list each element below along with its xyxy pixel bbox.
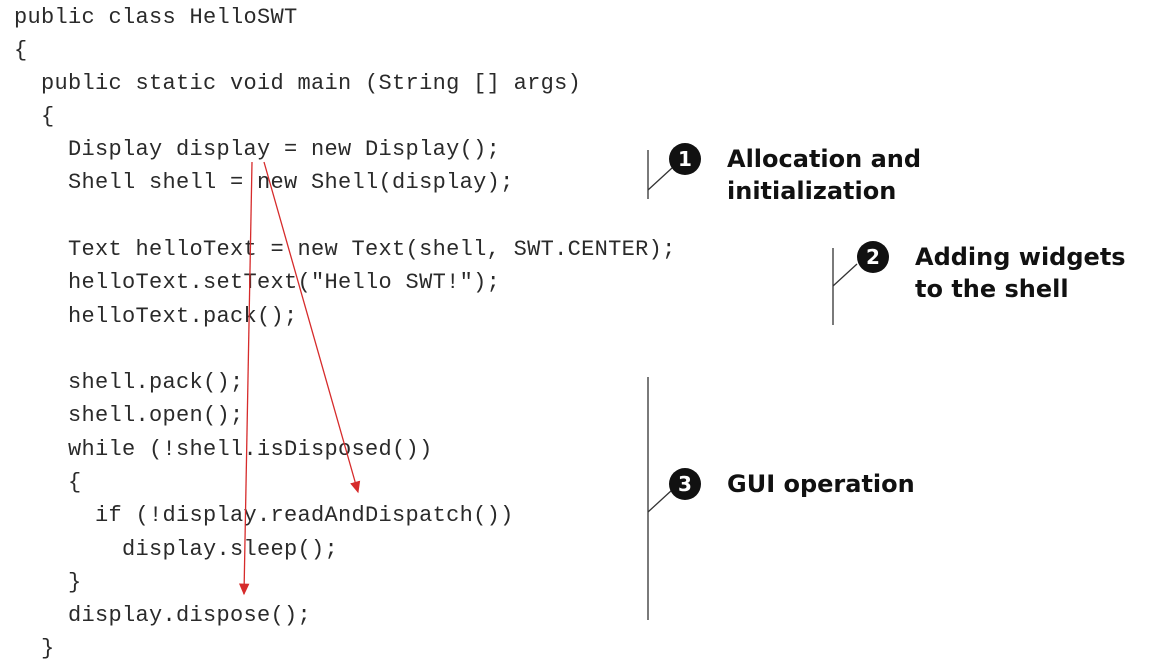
code-line: { — [14, 38, 28, 63]
code-line: display.dispose(); — [14, 603, 312, 628]
code-line: { — [14, 470, 82, 495]
code-line: } — [14, 570, 82, 595]
code-line: helloText.pack(); — [14, 304, 298, 329]
code-line: display.sleep(); — [14, 537, 339, 562]
callout-adding-widgets: 2 Adding widgets to the shell — [857, 241, 1126, 305]
code-line: { — [14, 104, 55, 129]
callout-label: Allocation and initialization — [727, 145, 922, 205]
callout-number-badge: 3 — [669, 468, 701, 500]
callout-number-badge: 1 — [669, 143, 701, 175]
code-line: shell.open(); — [14, 403, 244, 428]
code-line: if (!display.readAndDispatch()) — [14, 503, 514, 528]
code-line: public static void main (String [] args) — [14, 71, 582, 96]
code-line: helloText.setText("Hello SWT!"); — [14, 270, 501, 295]
callout-label: GUI operation — [727, 470, 915, 498]
code-line: Text helloText = new Text(shell, SWT.CEN… — [14, 237, 676, 262]
callout-label: Adding widgets to the shell — [915, 243, 1126, 303]
code-line: while (!shell.isDisposed()) — [14, 437, 433, 462]
code-line: Display display = new Display(); — [14, 137, 501, 162]
callout-gui-operation: 3 GUI operation — [669, 468, 915, 500]
code-line: Shell shell = new Shell(display); — [14, 170, 514, 195]
callout-allocation: 1 Allocation and initialization — [669, 143, 921, 207]
code-line: } — [14, 636, 55, 661]
code-line: public class HelloSWT — [14, 5, 298, 30]
callout-number-badge: 2 — [857, 241, 889, 273]
code-line: shell.pack(); — [14, 370, 244, 395]
